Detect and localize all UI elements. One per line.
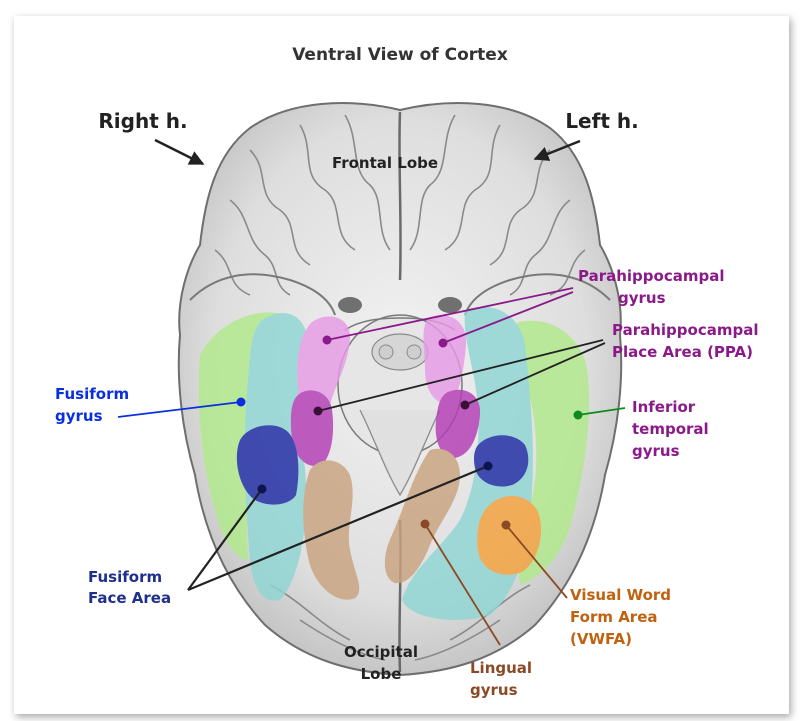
vwfa-label-line2: Form Area bbox=[570, 608, 658, 626]
ffa-label-line1: Fusiform bbox=[88, 568, 162, 586]
fusiform-gyrus-label-line1: Fusiform bbox=[55, 385, 129, 403]
vwfa-label-line1: Visual Word bbox=[570, 586, 671, 604]
right-hemisphere-label: Right h. bbox=[98, 109, 187, 133]
frontal-fissure bbox=[399, 112, 400, 280]
parahippocampal-dot-right bbox=[323, 336, 332, 345]
ppa-label-line1: Parahippocampal bbox=[612, 321, 758, 339]
inferior-temporal-dot bbox=[574, 411, 583, 420]
lingual-label-line2: gyrus bbox=[470, 681, 518, 699]
ppa-dot-right bbox=[314, 407, 323, 416]
lingual-dot bbox=[421, 520, 430, 529]
vwfa-label-line3: (VWFA) bbox=[570, 630, 632, 648]
ffa-dot-left bbox=[484, 462, 493, 471]
occipital-lobe-label-line2: Lobe bbox=[361, 665, 402, 683]
inferior-temporal-label-line2: temporal bbox=[632, 420, 709, 438]
inferior-temporal-label-line1: Inferior bbox=[632, 398, 696, 416]
vwfa-dot bbox=[502, 521, 511, 530]
fusiform-gyrus-label-line2: gyrus bbox=[55, 407, 103, 425]
frontal-lobe-label: Frontal Lobe bbox=[332, 154, 438, 172]
occipital-lobe-label-line1: Occipital bbox=[344, 643, 418, 661]
parahippocampal-gyrus-label-line1: Parahippocampal bbox=[578, 267, 724, 285]
parahippocampal-gyrus-label-line2: gyrus bbox=[618, 289, 666, 307]
fusiform-gyrus-dot bbox=[237, 398, 246, 407]
ffa-dot-right bbox=[258, 485, 267, 494]
ffa-label-line2: Face Area bbox=[88, 589, 171, 607]
lingual-label-line1: Lingual bbox=[470, 659, 532, 677]
inferior-temporal-label-line3: gyrus bbox=[632, 442, 680, 460]
figure-title: Ventral View of Cortex bbox=[292, 45, 508, 65]
parahippocampal-dot-left bbox=[439, 339, 448, 348]
ppa-dot-left bbox=[461, 401, 470, 410]
ffa-region-left bbox=[474, 435, 528, 486]
left-hemisphere-label: Left h. bbox=[565, 109, 638, 133]
ppa-label-line2: Place Area (PPA) bbox=[612, 343, 753, 361]
